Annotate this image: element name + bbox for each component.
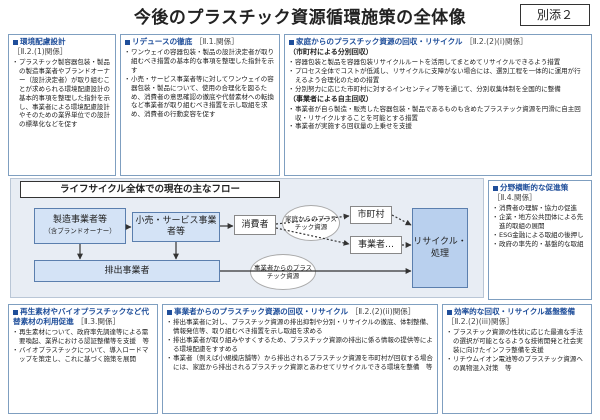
- bullet-square-icon: [289, 39, 294, 45]
- page-title: 今後のプラスチック資源循環施策の全体像: [133, 8, 467, 28]
- subheading: （事業者による自主回収）: [289, 94, 373, 103]
- panel-heading: 分野横断的な促進策: [500, 183, 569, 192]
- list-item: 事業者（例えば小規模店舗等）から排出されるプラスチック資源を市町村が回収する場合…: [166, 354, 433, 372]
- list-item: 企業・地方公共団体による先進的取組の展開: [492, 213, 587, 231]
- list-item: 排出事業者が取り組みやすくするため、プラスチック資源の排出に係る情報の提供等によ…: [166, 336, 433, 354]
- list-item: 再生素材について、政府率先調達等による需要喚起、業界における認証整備等を支援 等: [12, 328, 153, 346]
- panel-cross-sector: 分野横断的な促進策 ［Ⅱ.4.関係］ 消費者の理解・協力の促進 企業・地方公共団…: [488, 180, 592, 300]
- list-item: バイオプラスチックについて、導入ロードマップを策定し、これに基づく施策を展開: [12, 346, 153, 364]
- list-item: 事業者が自ら製造・販売した容器包装・製品であるものも含めたプラスチック資源を円滑…: [288, 105, 587, 123]
- panel-business-recycling: 事業者からのプラスチック資源の回収・リサイクル ［Ⅱ.2.(2)(ii)関係］ …: [162, 304, 438, 414]
- list-item: プラスチック製容器包装・製品の製造事業者やブランドオーナー（設計決定者）が取り組…: [12, 58, 111, 129]
- list-item: ワンウェイの容器包装・製品の設計決定者が取り組むべき措置の基本的な事項を整理した…: [124, 48, 275, 75]
- list-item: 小売・サービス事業者等に対してワンウェイの容器包装・製品について、使用の合理化を…: [124, 75, 275, 120]
- node-label: 市町村: [357, 209, 385, 220]
- subheading: （市町村による分別回収）: [289, 48, 373, 56]
- panel-heading: 環境配慮設計: [20, 37, 66, 46]
- panel-ref: ［Ⅱ.2.(2)(i)関係］: [465, 37, 528, 46]
- panel-household: 家庭からのプラスチック資源の回収・リサイクル ［Ⅱ.2.(2)(i)関係］ （市…: [284, 34, 592, 176]
- list-item: 容器包装と製品を容器包装リサイクルルートを活用してまとめてリサイクルできるよう措…: [288, 58, 587, 67]
- list-item: 消費者の理解・協力の促進: [492, 204, 587, 213]
- panel-ref: ［Ⅱ.3.関係］: [76, 317, 121, 326]
- bullet-square-icon: [125, 39, 130, 45]
- annex-label: 別添２: [520, 4, 590, 26]
- list-item: 事業者が実施する回収量の上乗せを支援: [288, 122, 587, 131]
- panel-recycled-materials: 再生素材やバイオプラスチックなど代替素材の利用促進 ［Ⅱ.3.関係］ 再生素材に…: [8, 304, 158, 414]
- node-label: 消費者: [241, 219, 269, 230]
- panel-env-design: 環境配慮設計 ［Ⅱ.2.(1)関係］ プラスチック製容器包装・製品の製造事業者や…: [8, 34, 116, 176]
- node-sublabel: （含ブランドオーナー）: [44, 227, 116, 235]
- panel-heading: 事業者からのプラスチック資源の回収・リサイクル: [174, 307, 349, 316]
- node-retail: 小売・サービス事業者等: [132, 212, 220, 242]
- node-manufacturer: 製造事業者等 （含ブランドオーナー）: [34, 208, 126, 244]
- bullet-square-icon: [167, 309, 172, 315]
- panel-ref: ［Ⅱ.2.(2)(ii)関係］: [350, 307, 416, 316]
- node-recycle: リサイクル・処理: [412, 208, 468, 288]
- node-household-resource: 家庭からのプラスチック資源: [282, 205, 340, 241]
- list-item: 分別努力に応じた市町村に対するインセンティブ等を通じて、分別収集体制を全国的に整…: [288, 85, 587, 94]
- panel-heading: リデュースの徹底: [132, 37, 193, 46]
- node-label: リサイクル・処理: [413, 237, 467, 259]
- node-label: 排出事業者: [104, 265, 150, 276]
- bullet-square-icon: [447, 309, 452, 315]
- panel-efficient-infrastructure: 効率的な回収・リサイクル基盤整備 ［Ⅱ.2.(2)(iii)関係］ プラスチック…: [442, 304, 592, 414]
- node-discharger: 排出事業者: [34, 260, 220, 282]
- bullet-square-icon: [493, 185, 498, 191]
- panel-ref: ［Ⅱ.2.(2)(iii)関係］: [447, 317, 514, 326]
- list-item: プロセス全体でコストが低減し、リサイクルに支障がない場合には、選別工程を一体的に…: [288, 67, 587, 85]
- node-municipality: 市町村: [350, 206, 392, 224]
- flow-title: ライフサイクル全体での現在の主なフロー: [20, 181, 280, 198]
- panel-heading: 家庭からのプラスチック資源の回収・リサイクル: [296, 37, 463, 46]
- node-consumer: 消費者: [234, 215, 276, 235]
- node-business-resource: 事業者からのプラスチック資源: [250, 254, 316, 290]
- panel-ref: ［Ⅱ.4.関係］: [493, 193, 537, 202]
- panel-ref: ［Ⅱ.2.(1)関係］: [13, 47, 68, 56]
- panel-ref: ［Ⅱ.1.関係］: [195, 37, 239, 46]
- bullet-square-icon: [13, 309, 18, 315]
- node-label: 小売・サービス事業者等: [135, 216, 217, 237]
- bullet-square-icon: [13, 39, 18, 45]
- list-item: 排出事業者に対し、プラスチック資源の排出抑制や分別・リサイクルの徹底、体制整備、…: [166, 318, 433, 336]
- panel-heading: 効率的な回収・リサイクル基盤整備: [454, 307, 576, 316]
- panel-heading: 再生素材やバイオプラスチックなど代替素材の利用促進: [13, 307, 149, 326]
- node-label: 製造事業者等: [52, 215, 107, 225]
- list-item: 政府の率先的・基盤的な取組: [492, 240, 587, 249]
- node-label: 事業者…: [357, 239, 394, 250]
- panel-reduce: リデュースの徹底 ［Ⅱ.1.関係］ ワンウェイの容器包装・製品の設計決定者が取り…: [120, 34, 280, 176]
- list-item: リチウムイオン電池等のプラスチック資源への異物混入対策 等: [446, 355, 587, 373]
- list-item: プラスチック資源の性状に応じた最適な手法の選択が可能となるような技術開発と社会実…: [446, 328, 587, 355]
- node-label: 事業者からのプラスチック資源: [253, 264, 313, 280]
- node-business-operator: 事業者…: [350, 236, 402, 254]
- list-item: ESG金融による取組の後押し: [492, 231, 587, 240]
- node-label: 家庭からのプラスチック資源: [285, 215, 337, 231]
